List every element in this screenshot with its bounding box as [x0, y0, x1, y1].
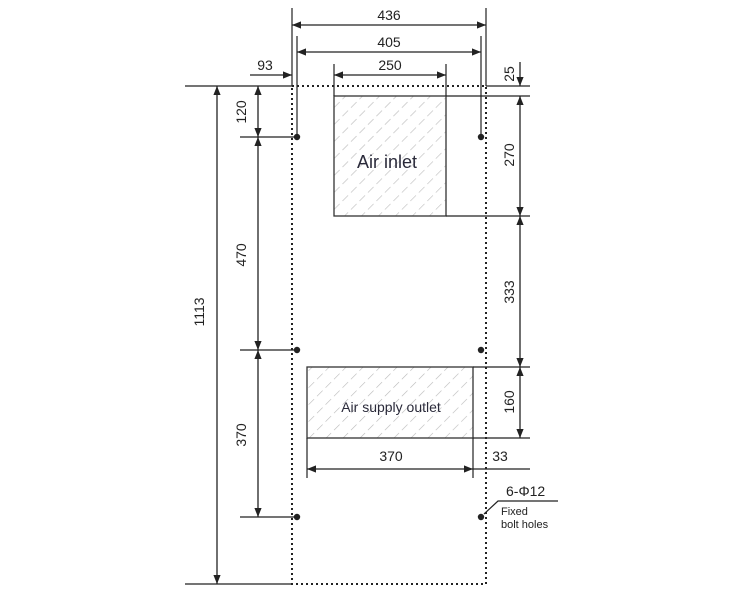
dim-33: 33 [492, 448, 508, 464]
bolt-spec: 6-Φ12 [506, 483, 545, 499]
dim-25: 25 [501, 66, 517, 82]
right-dimensions: 25 270 333 160 [446, 62, 530, 439]
bolt-hole [477, 346, 485, 354]
outlet-width-dimensions: 370 33 [306, 438, 530, 478]
air-inlet-label: Air inlet [357, 152, 417, 172]
top-dimensions: 436 405 250 93 [250, 7, 487, 137]
dim-333: 333 [501, 280, 517, 304]
cabinet-outline [291, 85, 487, 585]
left-dimensions: 1113 120 470 370 [185, 85, 297, 585]
dim-370-vertical: 370 [233, 423, 249, 447]
air-supply-outlet-label: Air supply outlet [341, 399, 441, 415]
dim-270: 270 [501, 143, 517, 167]
dim-405: 405 [377, 34, 401, 50]
bolt-hole [477, 513, 485, 521]
dim-1113: 1113 [191, 297, 207, 326]
dim-370-horizontal: 370 [379, 448, 403, 464]
bolt-note-line2: bolt holes [501, 519, 549, 531]
dim-93: 93 [257, 57, 273, 73]
dim-120: 120 [233, 100, 249, 124]
dim-250: 250 [378, 57, 402, 73]
dim-160: 160 [501, 390, 517, 414]
bolt-hole-callout: 6-Φ12 Fixed bolt holes [483, 483, 558, 531]
bolt-note-line1: Fixed [501, 506, 528, 518]
dim-470: 470 [233, 243, 249, 267]
dim-436: 436 [377, 7, 401, 23]
air-supply-outlet-area [306, 366, 474, 439]
air-inlet-area [333, 95, 447, 217]
